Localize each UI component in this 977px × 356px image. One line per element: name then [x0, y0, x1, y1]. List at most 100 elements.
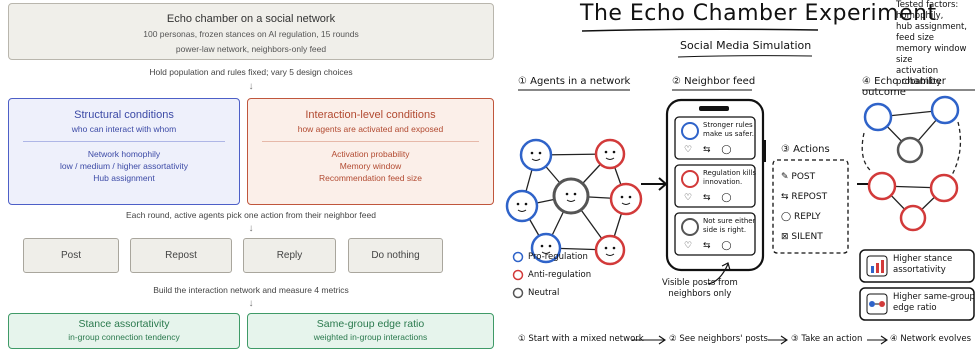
metric-title: Same-group edge ratio [316, 318, 425, 330]
action-label: SILENT [791, 232, 823, 242]
legend-neutral-marker [512, 287, 524, 299]
anti-node [594, 234, 626, 266]
post-text: Stronger rules make us safer. [703, 121, 754, 139]
interaction-subtitle: how agents are activated and exposed [297, 124, 444, 134]
flow-arrow [867, 335, 888, 345]
outcome-box [859, 249, 975, 283]
feed-note-line: Visible posts from [662, 278, 738, 288]
interaction-item: Activation probability [331, 149, 410, 159]
node-faces [516, 150, 632, 250]
outcome-label-assortativity: Higher stance assortativity [893, 254, 952, 276]
actions-box [772, 159, 849, 254]
outcome-line: assortativity [893, 265, 946, 275]
divider [262, 141, 479, 142]
outcome-neutral-node [896, 136, 924, 164]
step-text-2: Each round, active agents pick one actio… [126, 210, 376, 220]
subtitle-underline [677, 55, 813, 58]
mute-icon: ⊠ [781, 232, 789, 242]
repost-icon: ⇆ [781, 192, 789, 202]
action-reply: ◯ REPLY [781, 207, 827, 227]
action-label: REPLY [793, 212, 821, 222]
neutral-node [552, 177, 590, 215]
repost-icon: ⇆ [702, 193, 711, 203]
tested-factors: Tested factors: homophily, hub assignmen… [896, 0, 977, 88]
post-line: side is right. [703, 226, 747, 234]
section-label-feed: ② Neighbor feed [672, 76, 756, 87]
anti-node [594, 138, 626, 170]
heart-icon: ♡ [684, 241, 693, 251]
pro-node [530, 232, 562, 264]
action-do-nothing-box: Do nothing [348, 238, 443, 273]
outcome-label-edge-ratio: Higher same-group edge ratio [893, 292, 975, 314]
outcome-pro-node [930, 95, 960, 125]
section-label-outcome: ④ Echo chamber outcome [862, 76, 946, 98]
tested-item: memory window size [896, 44, 967, 65]
speech-bubble-icon: ◯ [781, 212, 792, 222]
post-icons: ♡ ⇆ ◯ [684, 241, 731, 251]
step-text-1: Hold population and rules fixed; vary 5 … [149, 67, 353, 77]
action-label: REPOST [791, 192, 828, 202]
down-arrow-3: ↓ [248, 298, 254, 309]
reply-icon: ◯ [721, 145, 732, 155]
feed-note-line: neighbors only [668, 289, 732, 299]
metric-subtitle: weighted in-group interactions [313, 332, 428, 342]
action-reply-box: Reply [243, 238, 336, 273]
outcome-anti-node [899, 204, 927, 232]
interaction-conditions-box: Interaction-level conditions how agents … [247, 98, 494, 205]
phone-notch [699, 106, 729, 111]
action-label: POST [791, 172, 816, 182]
tested-item: hub assignment, [896, 22, 968, 32]
outcome-line: Higher same-group [893, 292, 975, 302]
down-arrow-2: ↓ [248, 223, 254, 234]
divider [23, 141, 225, 142]
setup-line-2: power-law network, neighbors-only feed [175, 44, 327, 54]
legend-anti-marker [512, 269, 524, 281]
pro-node [519, 138, 553, 172]
flow-step-1: ① Start with a mixed network [518, 334, 644, 344]
repost-icon: ⇆ [702, 145, 711, 155]
outcome-line: edge ratio [893, 303, 937, 313]
tested-item: activation probability [896, 66, 942, 87]
structural-conditions-box: Structural conditions who can interact w… [8, 98, 240, 205]
post-avatar-neutral [681, 218, 699, 236]
feed-note-arrow [707, 262, 731, 285]
flow-step-2: ② See neighbors' posts [669, 334, 768, 344]
flow-step-4: ④ Network evolves [890, 334, 972, 344]
post-avatar-anti [681, 170, 699, 188]
post-avatar-pro [681, 122, 699, 140]
metric-box-edge-ratio: Same-group edge ratio weighted in-group … [247, 313, 494, 349]
pencil-icon: ✎ [781, 172, 789, 182]
structural-title: Structural conditions [74, 109, 174, 121]
outcome-line: Higher stance [893, 254, 953, 264]
legend-anti: Anti-regulation [528, 270, 592, 280]
section-label-network: ① Agents in a network [518, 76, 631, 87]
setup-title: Echo chamber on a social network [166, 13, 336, 25]
action-post: ✎ POST [781, 167, 827, 187]
post-text: Not sure either side is right. [703, 217, 755, 235]
structural-item: low / medium / higher assortativity [59, 161, 189, 171]
outcome-nodes [863, 95, 960, 232]
bar-chart-icon [871, 266, 874, 273]
setup-line-1: 100 personas, frozen stances on AI regul… [143, 29, 359, 39]
step-text-3: Build the interaction network and measur… [153, 285, 349, 295]
action-repost-box: Repost [130, 238, 232, 273]
outcome-box [859, 287, 975, 321]
post-line: Not sure either [703, 217, 756, 225]
tested-item: homophily, [896, 11, 944, 21]
pro-node [505, 189, 539, 223]
outcome-pro-node [863, 102, 893, 132]
outcome-anti-node [929, 173, 959, 203]
post-line: Stronger rules [703, 121, 753, 129]
bar-chart-icon [881, 260, 884, 273]
arrow-to-feed [641, 177, 668, 191]
structural-item: Network homophily [87, 149, 161, 159]
edge-icon [879, 301, 885, 307]
interaction-item: Recommendation feed size [318, 173, 422, 183]
metric-title: Stance assortativity [78, 318, 170, 330]
sketch-subtitle: Social Media Simulation [680, 39, 812, 52]
tested-item: feed size [896, 33, 935, 43]
interaction-item: Memory window [339, 161, 402, 171]
action-repost: ⇆ REPOST [781, 187, 827, 207]
post-line: make us safer. [703, 130, 754, 138]
